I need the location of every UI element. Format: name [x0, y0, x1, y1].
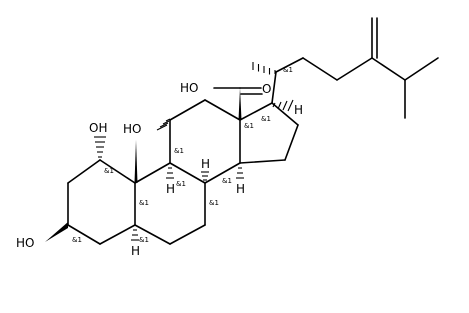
oh-c11-label: HO — [123, 122, 141, 136]
c13-c18-wedge — [238, 88, 242, 120]
stereo-c20: &1 — [283, 66, 293, 74]
h-c17-hash — [272, 99, 294, 112]
stereo-c1: &1 — [104, 167, 114, 175]
ring-d — [239, 102, 299, 164]
stereo-c8: &1 — [209, 199, 219, 207]
ho-acid-label: HO — [180, 81, 198, 95]
methyl-c10-wedge — [134, 140, 138, 183]
oh-c11-hash — [156, 118, 171, 131]
h-c14-hash — [236, 167, 244, 179]
stereo-c17: &1 — [261, 115, 271, 123]
stereo-c13: &1 — [244, 122, 254, 130]
stereo-c14: &1 — [222, 177, 232, 185]
o-carbonyl-label: O — [262, 82, 271, 96]
stereo-c11: &1 — [174, 147, 184, 155]
stereo-c10: &1 — [139, 199, 149, 207]
h-c17-label: H — [294, 103, 303, 117]
h-c5-hash — [131, 229, 139, 241]
h-c14-label: H — [236, 182, 245, 196]
stereo-c5: &1 — [139, 236, 149, 244]
h-c9-hash — [166, 167, 174, 179]
ring-b — [134, 162, 206, 245]
oh-c1-label: OH — [89, 121, 107, 135]
h-c8-hash — [201, 171, 209, 181]
carboxyl-group — [213, 87, 263, 120]
oh-c3-wedge — [45, 222, 68, 242]
h-c9-label: H — [166, 182, 175, 196]
oh-c1-hash — [94, 136, 106, 158]
stereo-c9: &1 — [176, 180, 186, 188]
ring-c — [169, 99, 241, 184]
h-c5-label: H — [131, 244, 140, 258]
ring-a — [67, 159, 136, 245]
stereo-c3: &1 — [72, 236, 82, 244]
c20-methyl-hash — [252, 62, 276, 75]
side-chain — [271, 17, 439, 119]
h-c8-label: H — [201, 157, 210, 171]
ho-c3-label: HO — [16, 236, 34, 250]
